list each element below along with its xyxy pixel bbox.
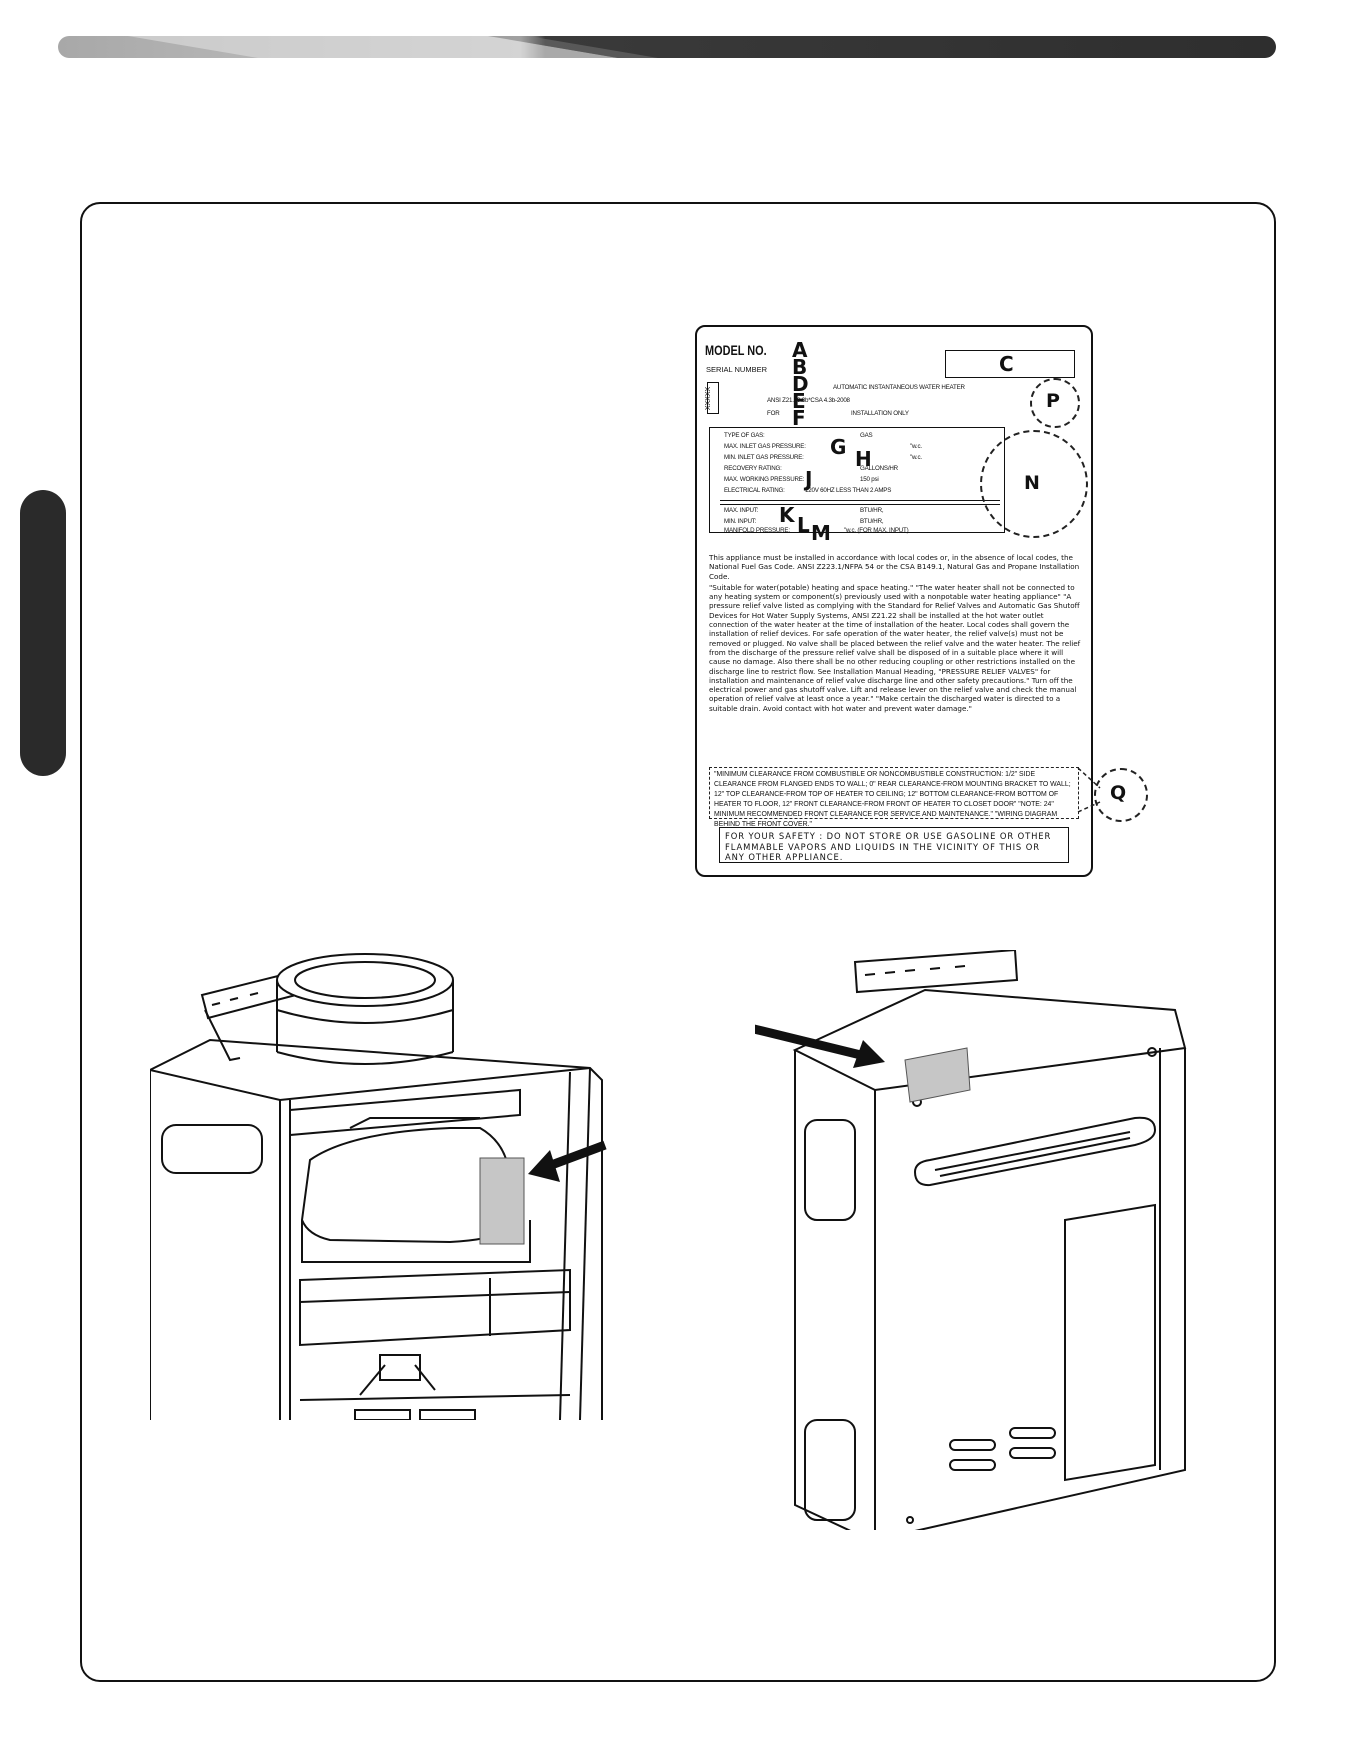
letter-q: Q [1110, 782, 1127, 804]
label-location-highlight-top [904, 1047, 971, 1103]
heater-open-illustration [150, 953, 607, 1420]
letter-h: H [855, 447, 872, 471]
content-frame [80, 202, 1276, 1682]
letter-c: C [999, 352, 1014, 376]
letter-e: E [792, 389, 806, 413]
electrical-rating-label: ELECTRICAL RATING: [724, 487, 785, 494]
max-working-label: MAX. WORKING PRESSURE: [724, 476, 805, 483]
letter-l: L [797, 513, 810, 537]
letter-d: D [792, 372, 809, 396]
callout-q-leader [1077, 767, 1101, 813]
serial-box: XXXXX [705, 382, 719, 414]
letter-b: B [792, 355, 808, 379]
manifold-value: "w.c. (FOR MAX. INPUT) [844, 527, 909, 534]
safety-warning-box: FOR YOUR SAFETY : DO NOT STORE OR USE GA… [719, 827, 1069, 863]
min-input-unit: BTU/HR, [860, 518, 884, 525]
min-inlet-label: MIN. INLET GAS PRESSURE: [724, 454, 804, 461]
max-input-label: MAX. INPUT: [724, 507, 759, 514]
paragraph-relief-valve: "Suitable for water(potable) heating and… [709, 582, 1081, 713]
manifold-label: MANIFOLD PRESSURE: [724, 527, 790, 534]
min-input-label: MIN. INPUT: [724, 518, 757, 525]
label-location-highlight [479, 1157, 525, 1245]
serial-placeholder: XXXXX [705, 386, 713, 411]
letter-n: N [1024, 472, 1040, 494]
heater-type: AUTOMATIC INSTANTANEOUS WATER HEATER [833, 384, 965, 391]
callout-q [1094, 768, 1148, 822]
recovery-rating-label: RECOVERY RATING: [724, 465, 782, 472]
divider [720, 500, 1000, 505]
standard-label: ANSI Z21.10.3b*CSA 4.3b-2008 [767, 397, 850, 404]
callout-p [1030, 378, 1080, 428]
plate-body-text: This appliance must be installed in acco… [709, 553, 1081, 715]
serial-number-label: SERIAL NUMBER [706, 365, 767, 374]
model-box [945, 350, 1075, 378]
paragraph-installation: This appliance must be installed in acco… [709, 553, 1080, 581]
heater-closed-illustration [755, 950, 1187, 1530]
rating-plate: MODEL NO. SERIAL NUMBER XXXXX AUTOMATIC … [695, 325, 1093, 877]
side-tab [20, 490, 66, 776]
clearance-box: "MINIMUM CLEARANCE FROM COMBUSTIBLE OR N… [709, 767, 1079, 828]
psi-value: 150 psi [860, 476, 879, 483]
gallons-hr-unit: GALLONS/HR [860, 465, 898, 472]
letter-k: K [779, 503, 795, 527]
electrical-value: 120V 60HZ LESS THAN 2 AMPS [805, 487, 892, 494]
model-no-label: MODEL NO. [705, 342, 767, 358]
installation-only-label: INSTALLATION ONLY [851, 410, 909, 417]
max-inlet-unit: "w.c. [910, 443, 922, 450]
letter-p: P [1046, 390, 1060, 412]
type-of-gas-label: TYPE OF GAS: [724, 432, 765, 439]
callout-n [980, 430, 1088, 538]
letter-a: A [792, 338, 808, 362]
min-inlet-unit: "w.c. [910, 454, 922, 461]
gas-value: GAS [860, 432, 873, 439]
for-label: FOR [767, 410, 780, 417]
gas-specs-box: TYPE OF GAS: GAS MAX. INLET GAS PRESSURE… [709, 427, 1005, 534]
letter-m: M [811, 521, 831, 545]
letter-g: G [830, 435, 847, 459]
letter-f: F [792, 406, 806, 430]
header-bar [58, 36, 1276, 58]
max-inlet-label: MAX. INLET GAS PRESSURE: [724, 443, 806, 450]
letter-j: J [805, 467, 813, 491]
max-input-unit: BTU/HR, [860, 507, 884, 514]
